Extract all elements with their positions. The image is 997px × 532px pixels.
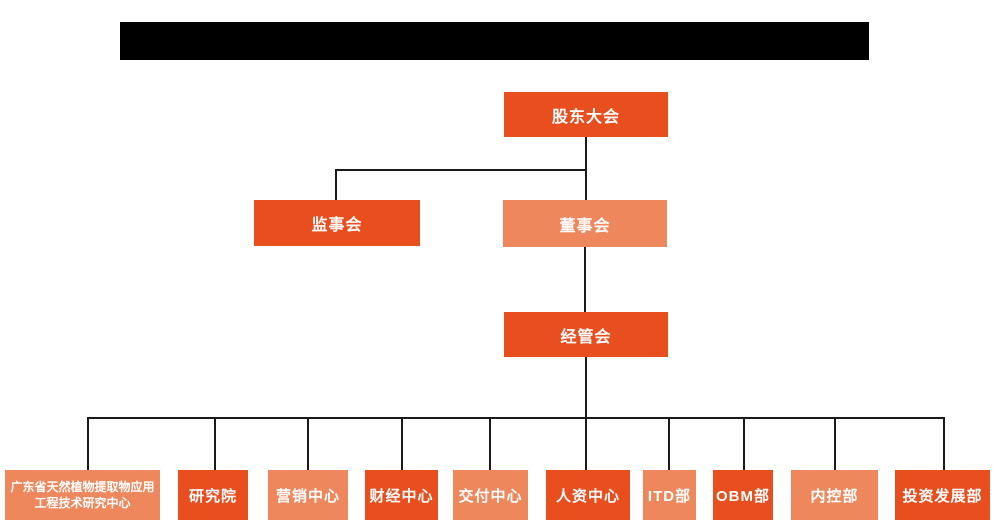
node-dept-research-institute: 研究院 bbox=[178, 470, 248, 520]
connector-management-to-bus bbox=[585, 357, 587, 470]
redacted-title-bar bbox=[120, 22, 869, 60]
connector-drop-dept-7 bbox=[668, 417, 670, 470]
node-dept-research-center: 广东省天然植物提取物应用工程技术研究中心 bbox=[5, 470, 160, 520]
connector-board-to-management bbox=[584, 247, 586, 312]
node-dept-hr-center: 人资中心 bbox=[546, 470, 630, 520]
node-dept-investment-development: 投资发展部 bbox=[895, 470, 990, 520]
connector-drop-supervisory bbox=[335, 169, 337, 200]
node-shareholders-meeting: 股东大会 bbox=[504, 92, 668, 137]
node-dept-marketing-center: 营销中心 bbox=[268, 470, 348, 520]
node-dept-finance-center: 财经中心 bbox=[365, 470, 438, 520]
connector-drop-dept-10 bbox=[943, 417, 945, 470]
node-dept-obm: OBM部 bbox=[713, 470, 773, 520]
connector-drop-dept-8 bbox=[743, 417, 745, 470]
node-dept-delivery-center: 交付中心 bbox=[453, 470, 528, 520]
node-management-committee: 经管会 bbox=[504, 312, 668, 357]
node-board-of-directors: 董事会 bbox=[503, 200, 667, 247]
connector-drop-dept-9 bbox=[834, 417, 836, 470]
node-supervisory-board: 监事会 bbox=[254, 200, 420, 246]
connector-drop-dept-2 bbox=[214, 417, 216, 470]
connector-drop-dept-4 bbox=[401, 417, 403, 470]
connector-department-bus bbox=[87, 417, 945, 419]
node-dept-itd: ITD部 bbox=[643, 470, 696, 520]
connector-drop-dept-5 bbox=[489, 417, 491, 470]
connector-branch-supervisory bbox=[335, 169, 587, 171]
connector-drop-dept-3 bbox=[307, 417, 309, 470]
node-dept-internal-control: 内控部 bbox=[791, 470, 878, 520]
connector-root-to-board bbox=[585, 137, 587, 200]
connector-drop-dept-1 bbox=[87, 417, 89, 470]
